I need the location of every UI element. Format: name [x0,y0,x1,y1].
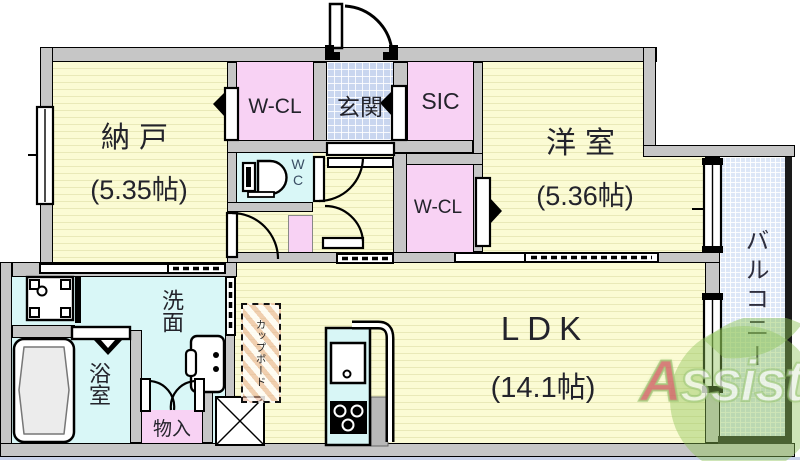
cupboard: カップボード [241,303,281,403]
sliding-door-icon [454,252,659,263]
room-size-nando: (5.35帖) [90,175,188,205]
room-label-monoire: 物入 [152,419,191,440]
window-icon [702,293,723,393]
double-door-icon [140,378,205,412]
closet-door-icon [213,86,240,142]
hall-closet [288,215,313,253]
balcony-railing [785,157,792,443]
room-label-balcony: バルコニー [741,228,768,373]
cupboard-label: カップボード [254,318,267,388]
room-nando-floor [53,62,227,262]
bath-door-icon [70,325,132,355]
room-label-yokushitsu: 浴室 [86,362,111,406]
room-label-wcl-side: W-CL [413,197,463,218]
bathtub-icon [12,337,76,444]
closet-door-icon [474,176,502,248]
refrigerator-space-icon [215,396,265,446]
toilet-icon [241,159,288,198]
room-label-sic: SIC [421,88,460,114]
door-swing-icon [321,204,365,250]
closet-door-icon [380,84,408,142]
room-genkan-floor [327,62,393,143]
room-label-ldk: LDK [500,310,590,347]
room-monoire [142,410,202,443]
window-icon [692,158,723,253]
room-label-wcl-top: W-CL [248,95,302,118]
kitchen-unit-icon [324,320,395,447]
room-sic [408,62,473,140]
room-label-senmen: 洗面 [159,289,184,333]
room-label-genkan: 玄関 [337,94,383,120]
window-icon [28,105,55,206]
wall [0,443,795,457]
entrance-step [325,141,396,168]
room-size-ldk: (14.1帖) [490,372,596,404]
page-edge-line [0,457,800,460]
sliding-door-icon [336,253,394,264]
balcony-railing [718,436,792,444]
entrance-door-icon [325,2,398,60]
room-size-yoshitsu: (5.36帖) [536,181,634,211]
sliding-door-icon [225,276,236,336]
washing-machine-pan-icon [25,275,81,323]
room-wcl-side [403,165,473,252]
room-label-yoshitsu: 洋室 [546,127,624,160]
wall [643,145,795,157]
door-swing-icon [312,155,365,203]
room-wcl-top [237,62,313,140]
room-label-nando: 納戸 [100,122,177,154]
door-swing-icon [225,211,280,260]
room-label-wc: WC [290,156,306,188]
wall [227,202,313,212]
room-ldk-floor [235,263,705,443]
sliding-door-icon [39,263,226,274]
balcony-floor [720,157,785,437]
